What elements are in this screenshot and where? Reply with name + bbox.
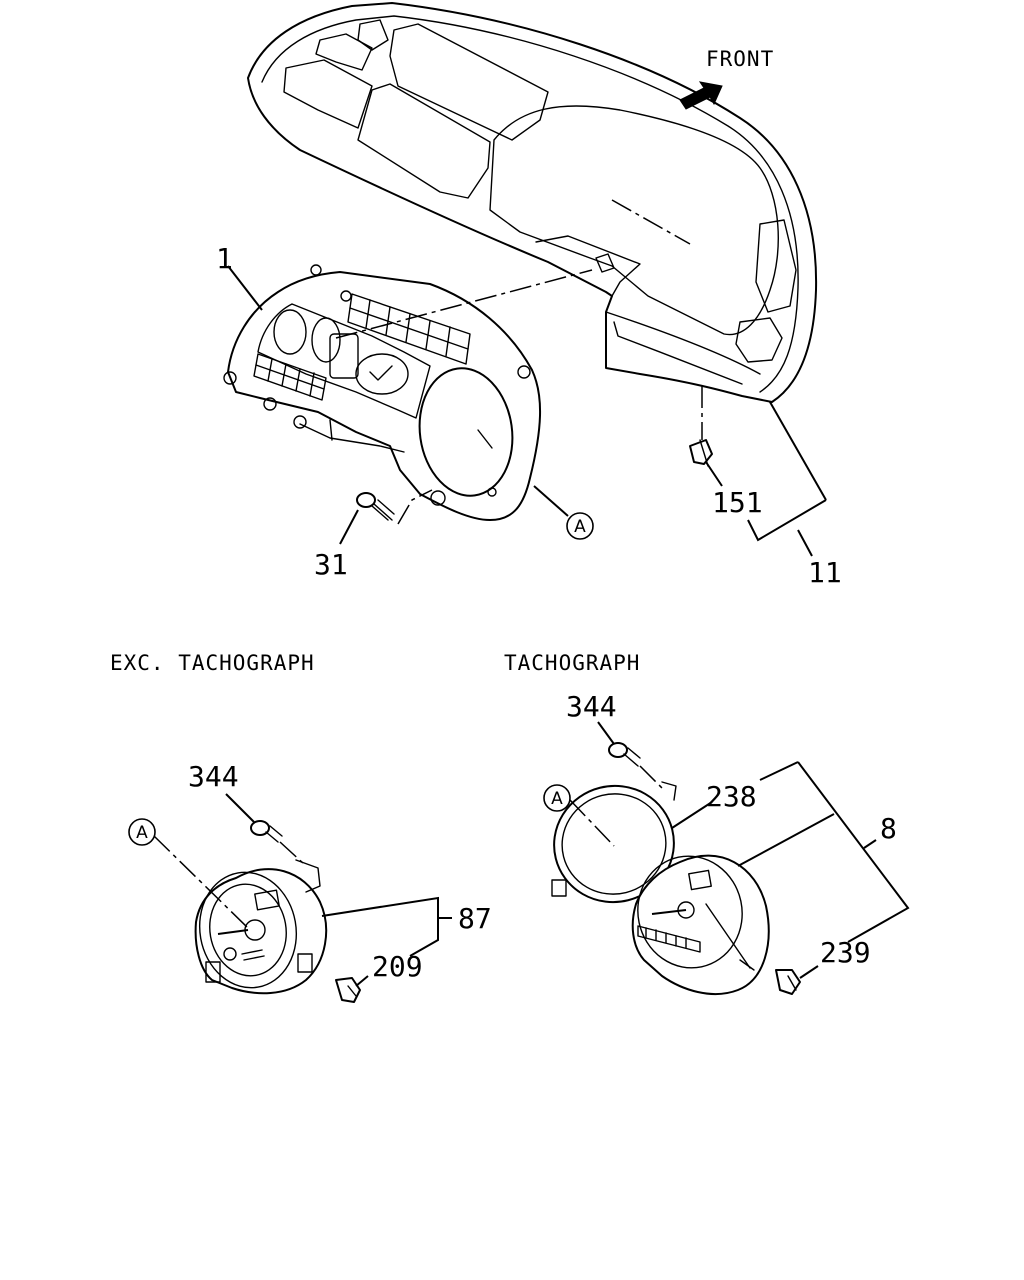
svg-text:A: A xyxy=(551,789,563,809)
screw-344-left-path xyxy=(279,841,305,865)
clip-239 xyxy=(775,969,801,995)
leader-lines xyxy=(225,265,910,987)
callout-344-right: 344 xyxy=(566,690,617,723)
instrument-cluster xyxy=(223,264,542,521)
switch-grid-upper xyxy=(347,293,471,365)
screw-31-path xyxy=(397,489,433,525)
callout-1: 1 xyxy=(216,242,233,275)
tachograph-8 xyxy=(631,854,770,996)
ref-a-right-line xyxy=(569,799,615,847)
front-label: FRONT xyxy=(706,47,774,71)
section-label-exc-tachograph: EXC. TACHOGRAPH xyxy=(110,651,315,675)
clip-209 xyxy=(335,977,361,1003)
callout-31: 31 xyxy=(314,548,348,581)
meter-87 xyxy=(194,859,328,995)
callout-11: 11 xyxy=(808,556,842,589)
switch-grid-lower xyxy=(253,353,327,401)
ref-a-circle-cluster: A xyxy=(566,512,594,540)
callout-238: 238 xyxy=(706,780,757,813)
callout-344-left: 344 xyxy=(188,760,239,793)
callout-239: 239 xyxy=(820,936,871,969)
callout-8: 8 xyxy=(880,812,897,845)
ref-a-left-line xyxy=(153,835,249,929)
screw-344-left xyxy=(250,820,283,843)
cluster-centerline xyxy=(335,269,593,339)
svg-text:A: A xyxy=(574,517,586,537)
callout-209: 209 xyxy=(372,950,423,983)
callout-87: 87 xyxy=(458,902,492,935)
section-label-tachograph: TACHOGRAPH xyxy=(504,651,640,675)
clip-151 xyxy=(689,439,713,467)
front-arrow-icon xyxy=(679,81,723,110)
svg-text:A: A xyxy=(136,823,148,843)
dashboard-panel xyxy=(247,2,818,403)
ref-a-circle-left: A xyxy=(128,818,156,846)
callout-151: 151 xyxy=(712,486,763,519)
ref-a-circle-right: A xyxy=(543,784,571,812)
screw-344-right xyxy=(608,742,641,767)
screw-31 xyxy=(356,492,395,521)
screw-344-right-path xyxy=(639,765,665,791)
